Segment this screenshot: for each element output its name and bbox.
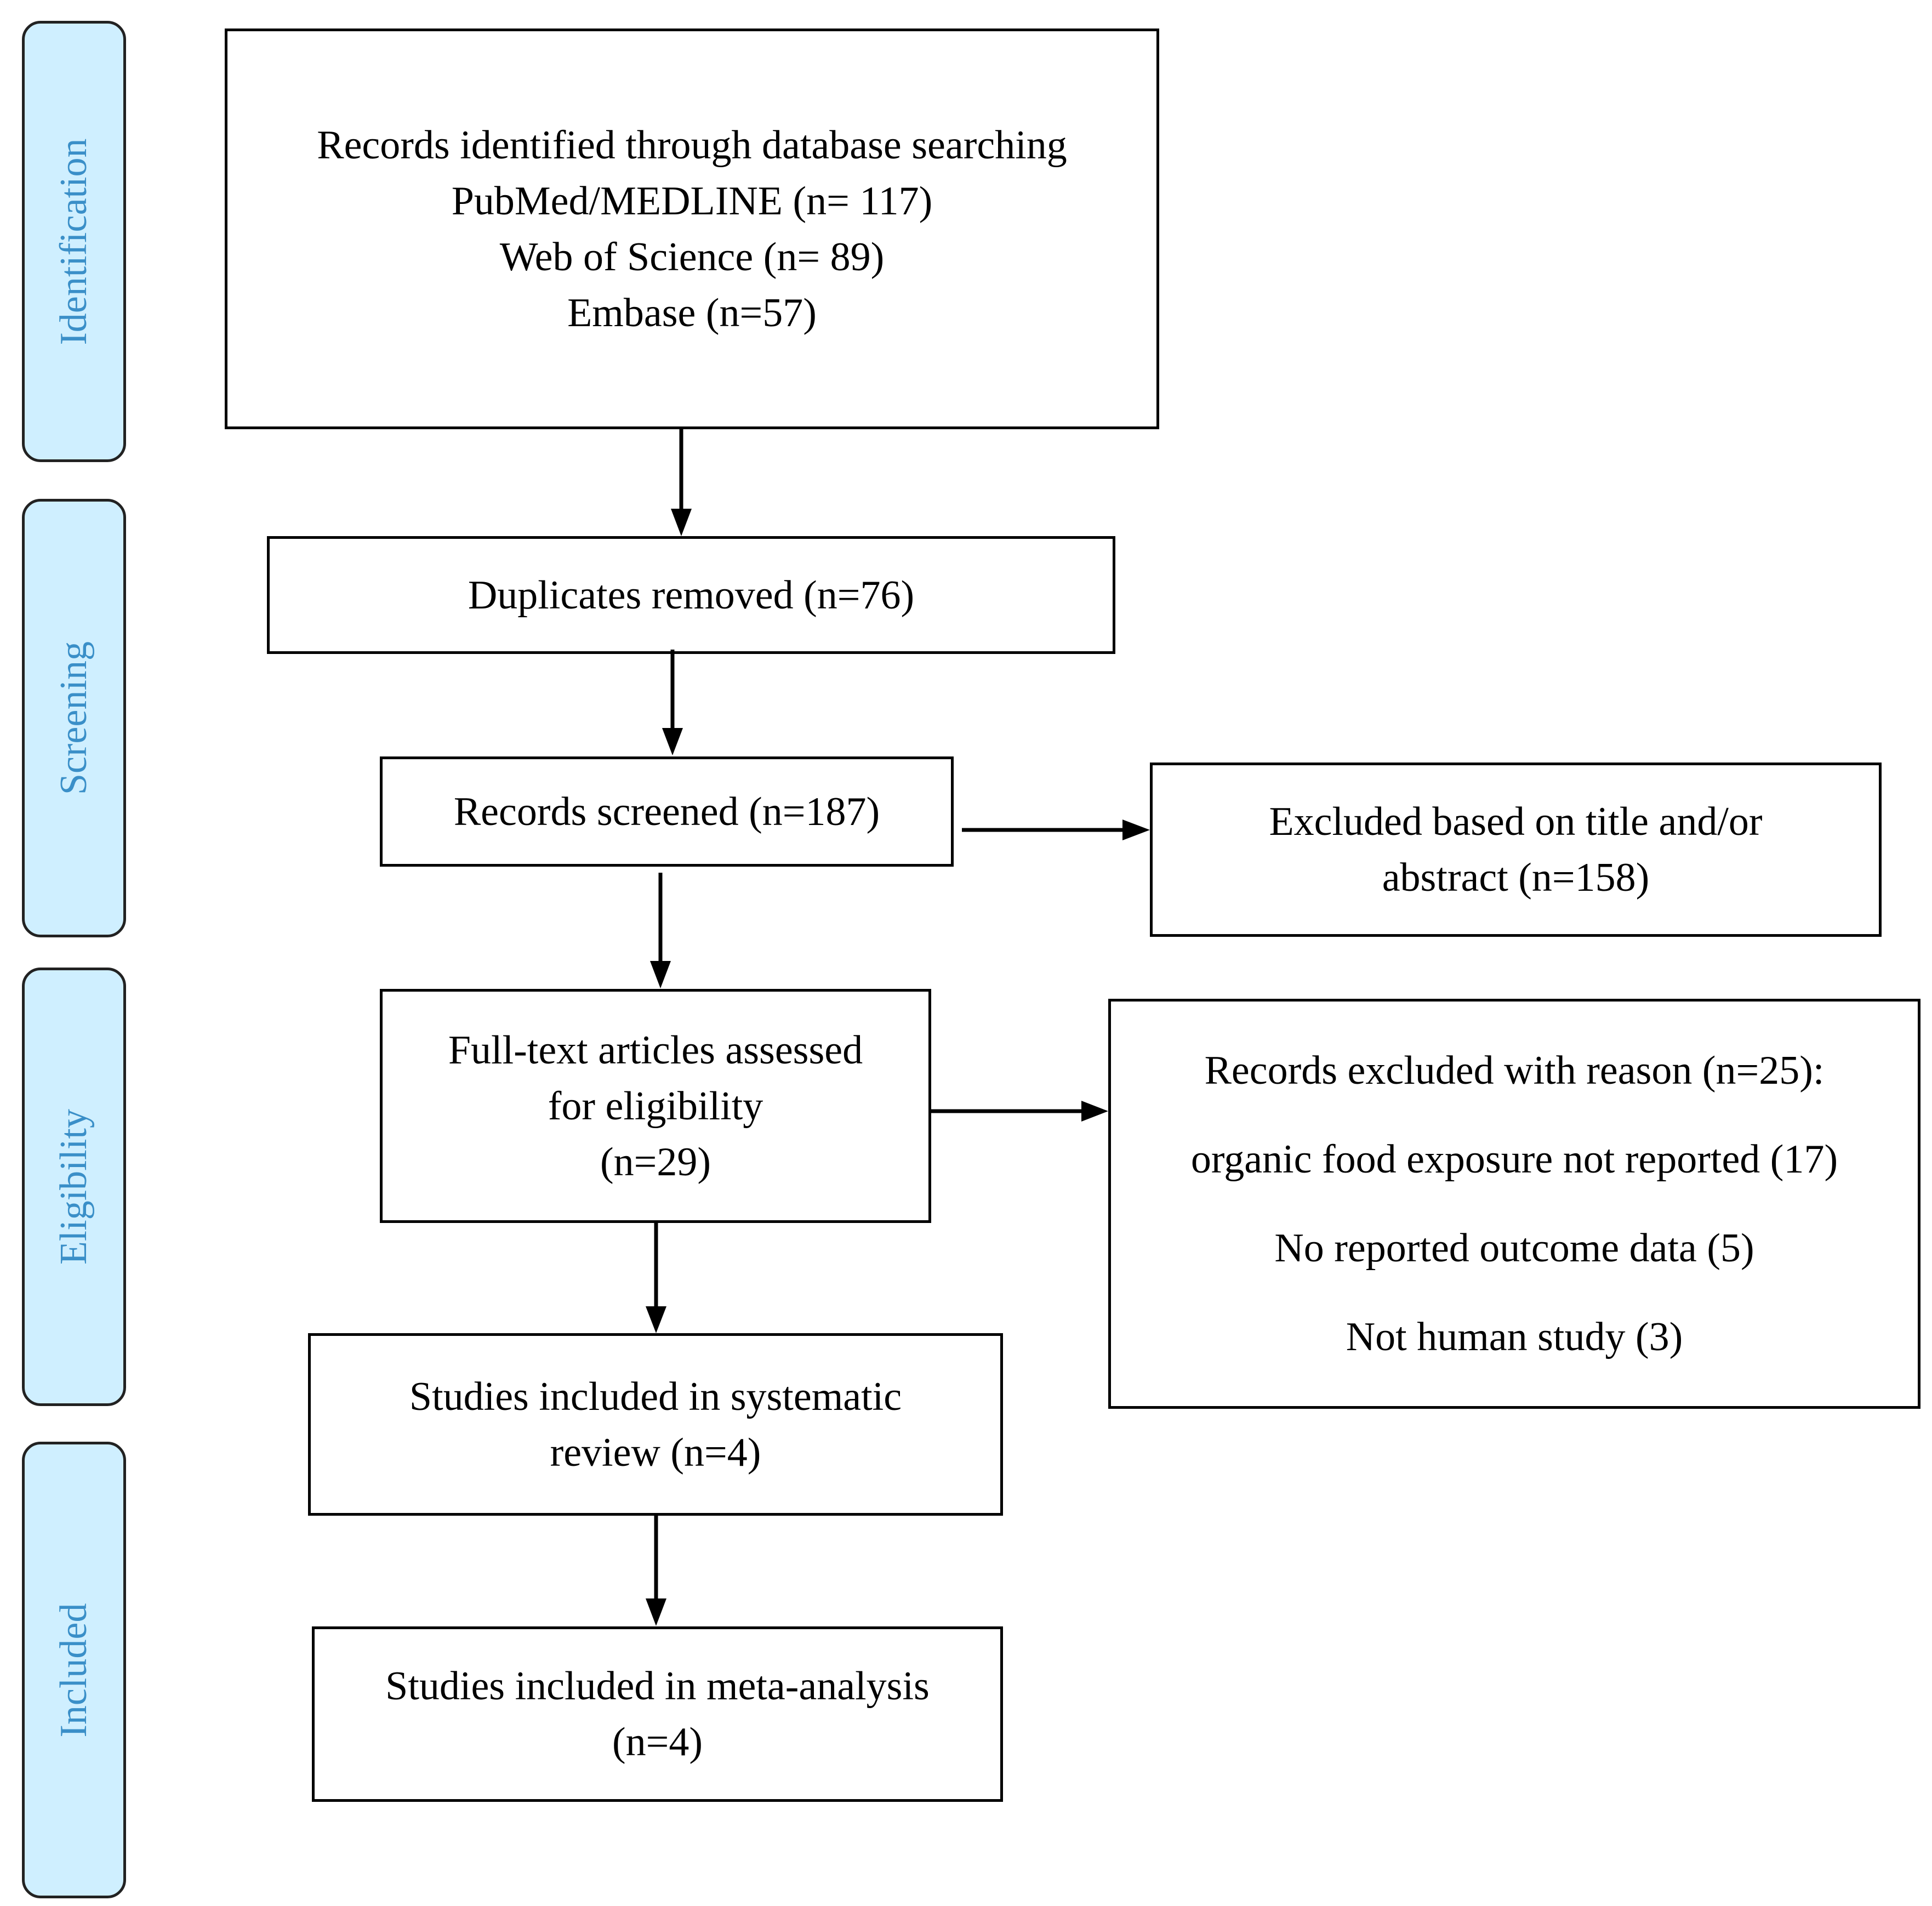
- duplicates-removed-box: Duplicates removed (n=76): [267, 536, 1115, 654]
- arrowhead-duplicates-to-screened: [662, 728, 683, 755]
- systematic-review-line2: review (n=4): [550, 1430, 761, 1475]
- excluded-reason-human: Not human study (3): [1346, 1315, 1683, 1359]
- arrowhead-fulltext-to-excluded-reason: [1081, 1101, 1108, 1122]
- records-identified-line: Records identified through database sear…: [317, 122, 1067, 168]
- meta-analysis-line2: (n=4): [612, 1720, 703, 1765]
- systematic-review-line1: Studies included in systematic: [409, 1374, 902, 1419]
- meta-analysis-line1: Studies included in meta-analysis: [385, 1664, 930, 1709]
- excluded-title-abstract-box: Excluded based on title and/or abstract …: [1150, 763, 1882, 937]
- stage-eligibility-label: Eligibility: [53, 1109, 95, 1265]
- excluded-reason-outcome: No reported outcome data (5): [1274, 1226, 1754, 1271]
- arrowhead-screened-to-excluded: [1122, 820, 1150, 840]
- records-identified-box: Records identified through database sear…: [225, 29, 1159, 429]
- arrowhead-fulltext-to-review: [646, 1306, 666, 1333]
- stage-included: Included: [22, 1442, 126, 1898]
- stage-screening: Screening: [22, 499, 126, 937]
- full-text-line1: Full-text articles assessed: [448, 1027, 863, 1073]
- excluded-reason-organic: organic food exposure not reported (17): [1190, 1137, 1838, 1182]
- excluded-reason-header: Records excluded with reason (n=25):: [1204, 1048, 1825, 1093]
- full-text-assessed-box: Full-text articles assessed for eligibil…: [380, 989, 931, 1223]
- records-screened-text: Records screened (n=187): [453, 789, 880, 834]
- stage-included-label: Included: [53, 1603, 95, 1737]
- stage-eligibility: Eligibility: [22, 968, 126, 1406]
- excluded-title-line2: abstract (n=158): [1382, 855, 1650, 900]
- arrowhead-screened-to-fulltext: [650, 961, 671, 988]
- excluded-title-line1: Excluded based on title and/or: [1269, 799, 1763, 844]
- arrowhead-identified-to-duplicates: [671, 509, 692, 536]
- stage-screening-label: Screening: [53, 641, 95, 795]
- web-of-science-count: Web of Science (n= 89): [499, 234, 885, 280]
- meta-analysis-box: Studies included in meta-analysis (n=4): [312, 1626, 1003, 1802]
- records-screened-box: Records screened (n=187): [380, 756, 954, 867]
- full-text-line3: (n=29): [600, 1139, 711, 1185]
- excluded-with-reason-box: Records excluded with reason (n=25): org…: [1108, 999, 1920, 1409]
- systematic-review-box: Studies included in systematic review (n…: [308, 1333, 1003, 1516]
- stage-identification: Identification: [22, 21, 126, 462]
- arrowhead-review-to-meta: [646, 1598, 666, 1626]
- stage-identification-label: Identification: [53, 138, 95, 345]
- embase-count: Embase (n=57): [567, 290, 817, 335]
- duplicates-removed-text: Duplicates removed (n=76): [468, 572, 915, 618]
- pubmed-count: PubMed/MEDLINE (n= 117): [451, 178, 933, 224]
- full-text-line2: for eligibility: [548, 1083, 763, 1129]
